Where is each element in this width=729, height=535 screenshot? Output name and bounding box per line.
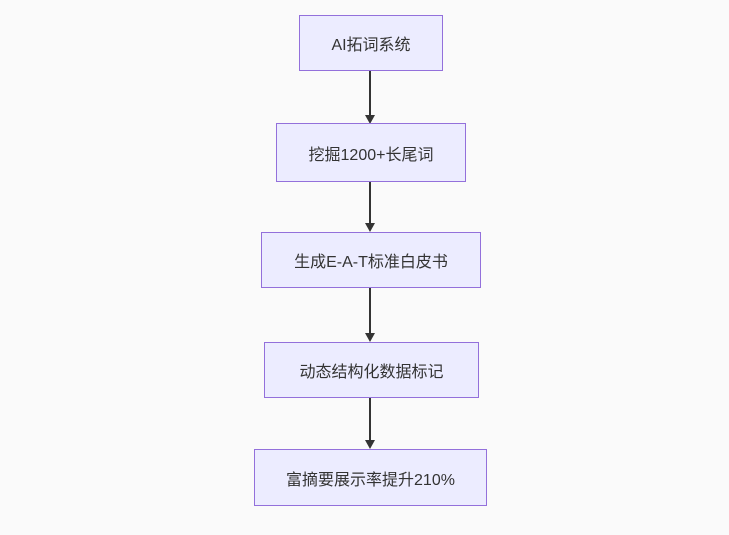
flow-node-eat-whitepaper: 生成E-A-T标准白皮书: [261, 232, 481, 288]
flow-node-label: 挖掘1200+长尾词: [308, 146, 434, 164]
arrowhead-down-icon: [365, 115, 375, 124]
arrow-line: [369, 288, 371, 334]
arrowhead-down-icon: [365, 440, 375, 449]
flow-node-label: 生成E-A-T标准白皮书: [294, 254, 448, 271]
flow-arrow-1: [364, 71, 376, 124]
arrow-line: [369, 398, 371, 441]
arrow-line: [369, 182, 371, 224]
flow-node-label: 富摘要展示率提升210%: [286, 471, 455, 489]
flow-node-label: 动态结构化数据标记: [299, 364, 444, 381]
flow-node-structured-data-markup: 动态结构化数据标记: [264, 342, 479, 398]
arrowhead-down-icon: [365, 223, 375, 232]
arrow-line: [369, 71, 371, 116]
flow-node-label: AI拓词系统: [331, 37, 411, 54]
flow-arrow-3: [364, 288, 376, 342]
flow-arrow-4: [364, 398, 376, 449]
arrowhead-down-icon: [365, 333, 375, 342]
flow-node-longtail-mining: 挖掘1200+长尾词: [276, 123, 466, 182]
flow-node-ai-keyword-system: AI拓词系统: [299, 15, 443, 71]
flow-arrow-2: [364, 182, 376, 232]
flow-node-rich-snippet-result: 富摘要展示率提升210%: [254, 449, 487, 506]
